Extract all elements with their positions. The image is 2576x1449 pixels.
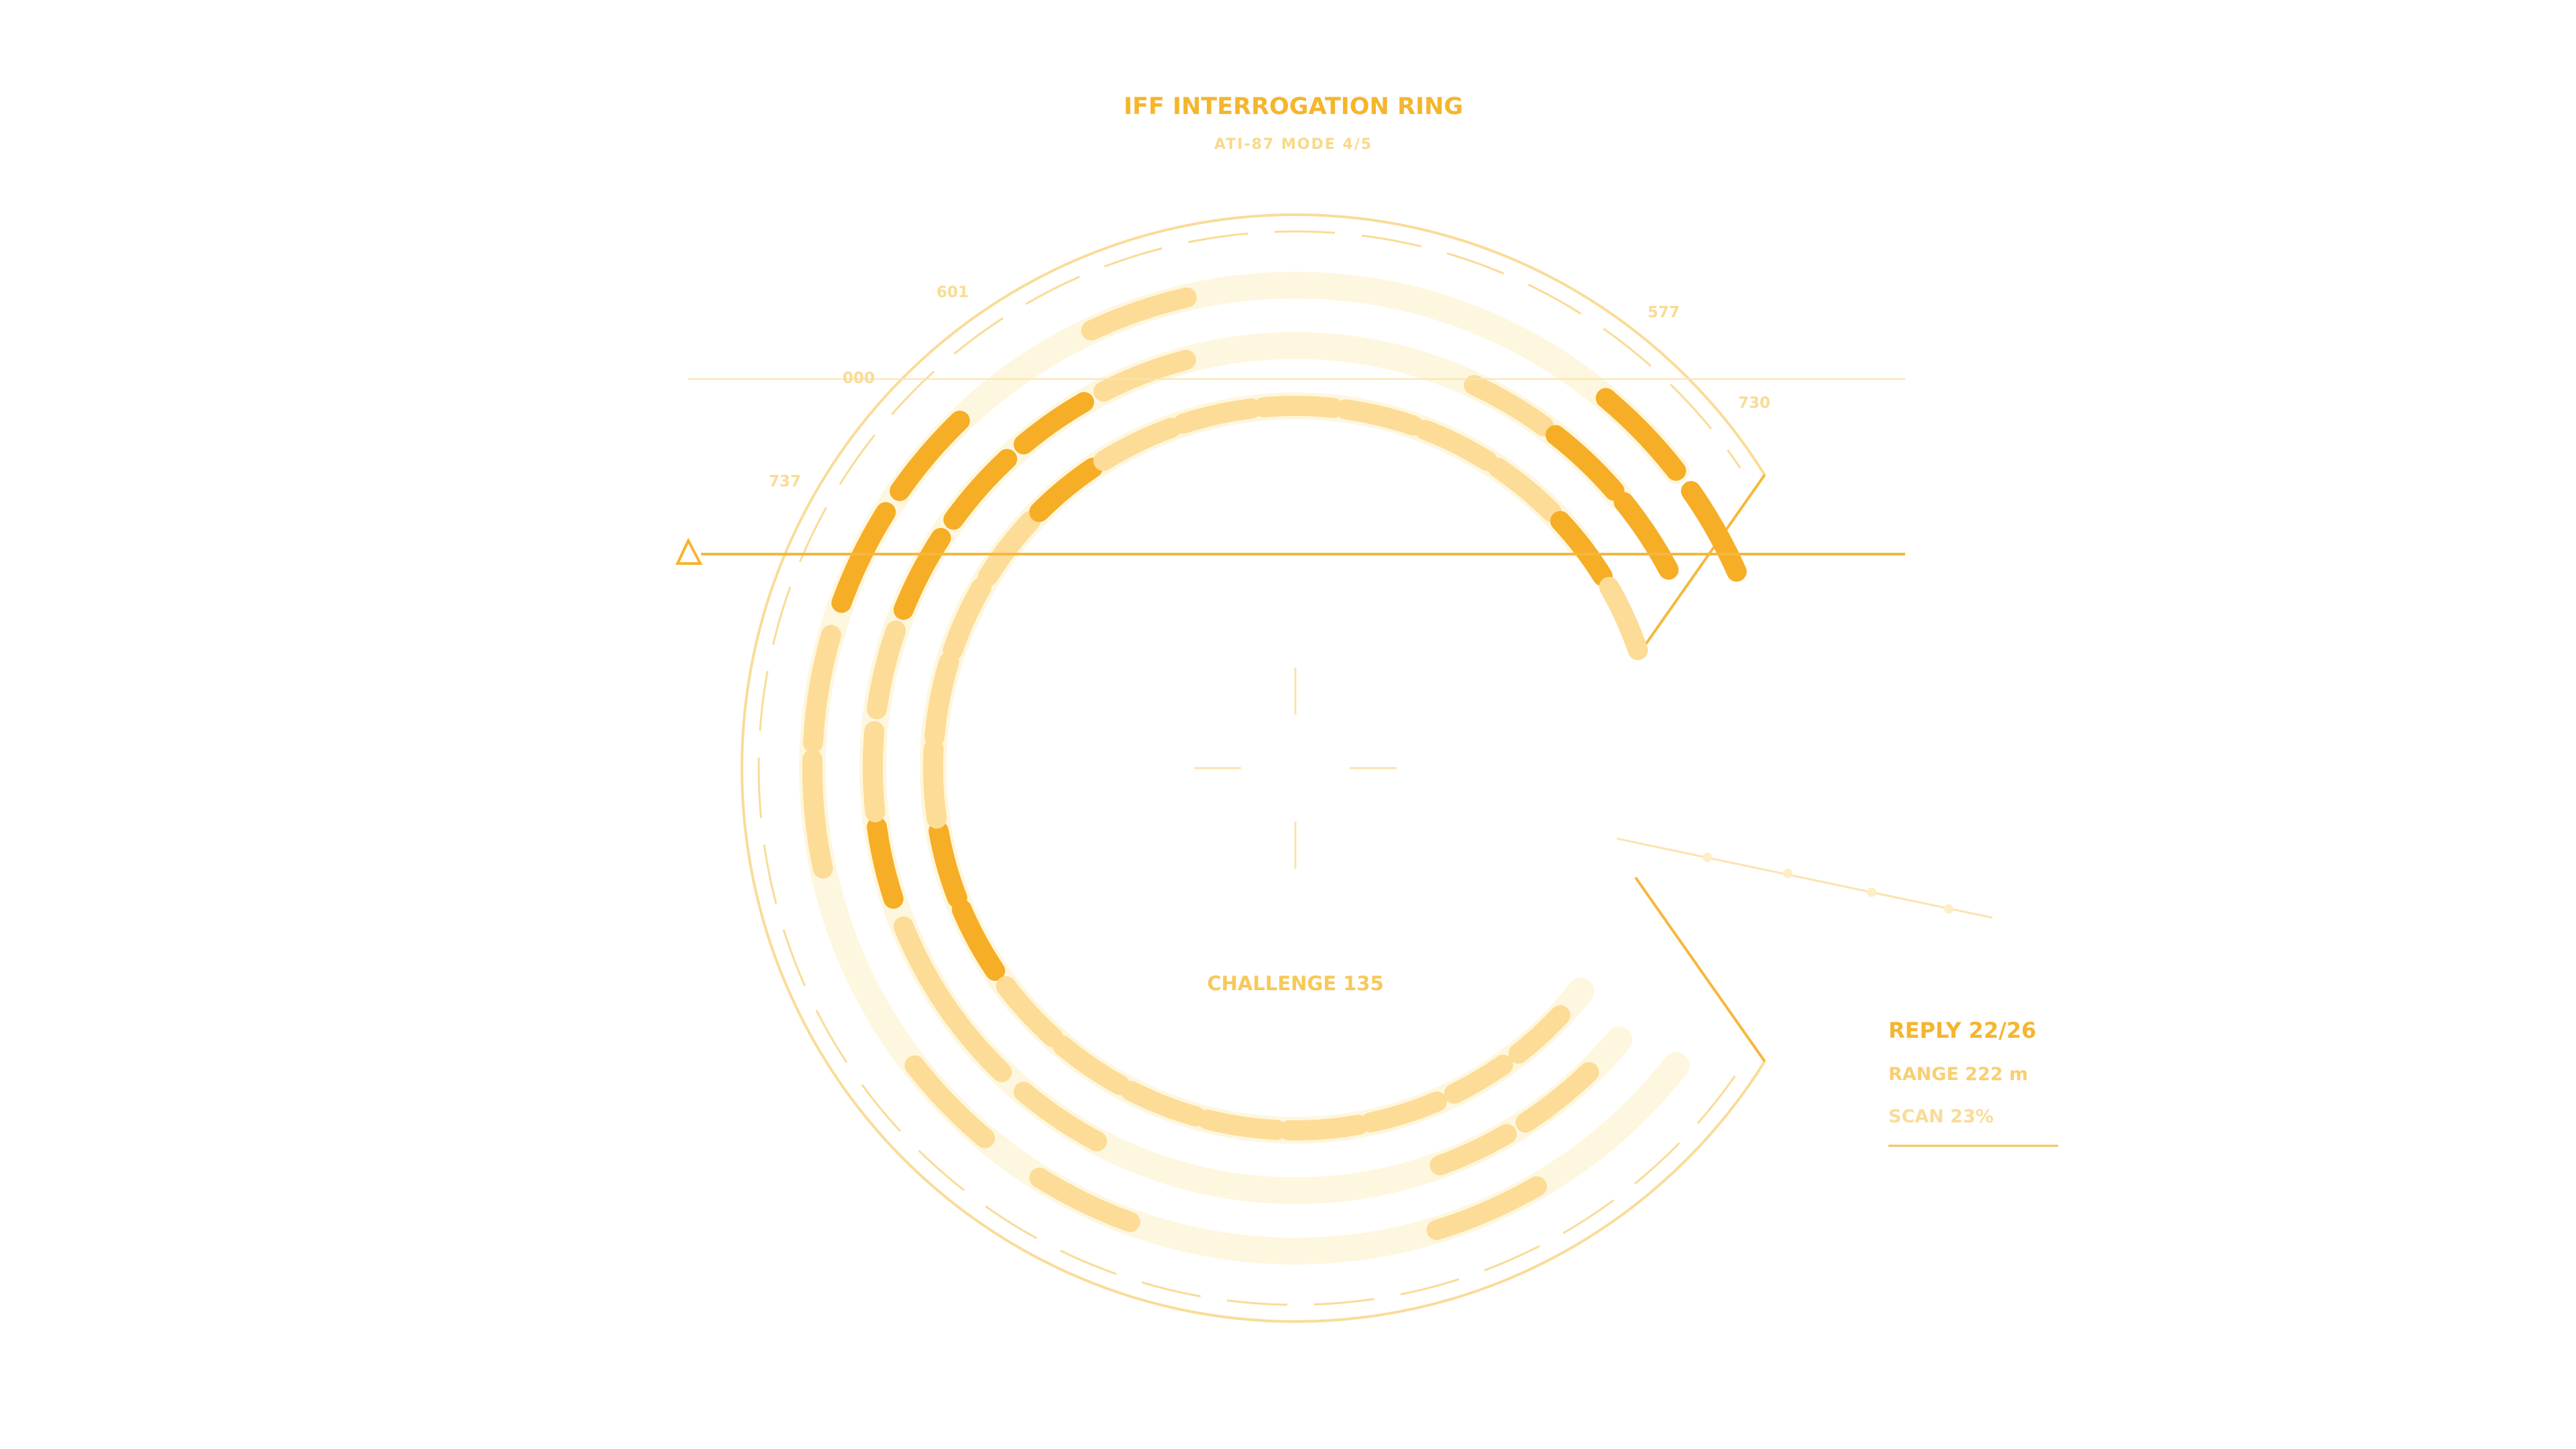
frame-outer-arc	[741, 213, 1766, 1323]
reply-dash-idle	[1081, 287, 1197, 341]
reply-dash-idle	[1599, 577, 1648, 661]
bracket-edge-top	[1634, 474, 1766, 660]
bearing-label: 000	[843, 370, 875, 387]
reply-dash-active	[1613, 492, 1679, 580]
reply-count: REPLY 22/26	[1888, 1018, 2036, 1043]
reply-dash-idle	[1488, 458, 1562, 523]
reply-dash-idle	[1173, 398, 1262, 434]
reply-dash-idle	[1508, 1005, 1570, 1064]
reply-dash-idle	[1444, 1055, 1513, 1104]
reply-dash-idle	[924, 652, 959, 747]
reply-dash-idle	[1197, 1110, 1287, 1140]
bearing-label: 601	[936, 284, 969, 301]
reply-dash-active	[1550, 511, 1613, 586]
frame-dashed-arc	[757, 230, 1741, 1306]
reply-dash-active	[893, 527, 951, 620]
bracket-edge-bottom	[1634, 876, 1766, 1063]
reply-dash-active	[943, 449, 1018, 530]
reply-dash-active	[867, 816, 904, 909]
reply-dash-idle	[1093, 417, 1182, 472]
reply-dash-idle	[943, 577, 992, 661]
reply-dash-idle	[803, 625, 841, 753]
vector-dot	[1703, 853, 1712, 862]
reply-dash-idle	[1415, 419, 1498, 472]
reply-dash-active	[1029, 458, 1103, 523]
reply-dash-idle	[867, 620, 906, 720]
reply-dash-idle	[1426, 1176, 1547, 1240]
reply-dash-idle	[1515, 1062, 1599, 1133]
vector-dot	[1783, 869, 1792, 878]
page-title: IFF INTERROGATION RING	[1124, 93, 1463, 120]
reply-dash-idle	[1052, 1035, 1130, 1095]
bearing-label: 577	[1648, 304, 1680, 321]
reply-dash-idle	[1360, 1091, 1447, 1133]
bearing-label: 737	[769, 473, 801, 490]
reply-tracks	[799, 272, 1747, 1265]
reply-dash-idle	[1279, 1114, 1368, 1140]
mode-subtitle: ATI-87 MODE 4/5	[1214, 136, 1373, 153]
reply-dash-idle	[1253, 396, 1344, 418]
ring-frame	[741, 213, 1766, 1323]
reply-dash-active	[1014, 392, 1094, 455]
crosshair-icon	[1194, 667, 1397, 869]
reply-vector-line	[1616, 837, 1993, 919]
reply-dash-active	[928, 820, 967, 908]
reply-dash-active	[831, 502, 896, 613]
vector-dot	[1944, 904, 1953, 914]
reply-dash-idle	[863, 721, 885, 822]
reply-dash-active	[890, 411, 970, 501]
reply-dash-idle	[1120, 1081, 1206, 1127]
reply-dash-idle	[923, 739, 947, 829]
reply-dash-idle	[996, 976, 1063, 1048]
reply-dash-idle	[1029, 1167, 1140, 1232]
reply-dash-idle	[1093, 350, 1196, 402]
reply-dash-idle	[893, 916, 955, 1015]
range-readout: RANGE 222 m	[1888, 1064, 2028, 1085]
challenge-label: CHALLENGE 135	[1207, 972, 1383, 995]
bearing-label: 730	[1738, 394, 1770, 412]
warning-triangle-icon	[675, 537, 703, 565]
reply-dash-idle	[1464, 375, 1554, 437]
reply-dash-idle	[1430, 1124, 1517, 1175]
vector-dot	[1867, 888, 1876, 897]
reply-vector-dots	[1703, 853, 1953, 914]
reply-dash-idle	[904, 1055, 996, 1148]
scan-readout: SCAN 23%	[1888, 1106, 1994, 1127]
reply-dash-active	[1545, 425, 1625, 501]
reply-dash-active	[1595, 388, 1686, 481]
reply-dash-idle	[978, 511, 1041, 586]
reply-dash-idle	[802, 749, 833, 879]
reply-dash-idle	[1014, 1081, 1108, 1152]
reply-dash-idle	[1336, 399, 1424, 436]
reply-dash-active	[951, 900, 1006, 981]
reply-dash-active	[1680, 481, 1747, 582]
